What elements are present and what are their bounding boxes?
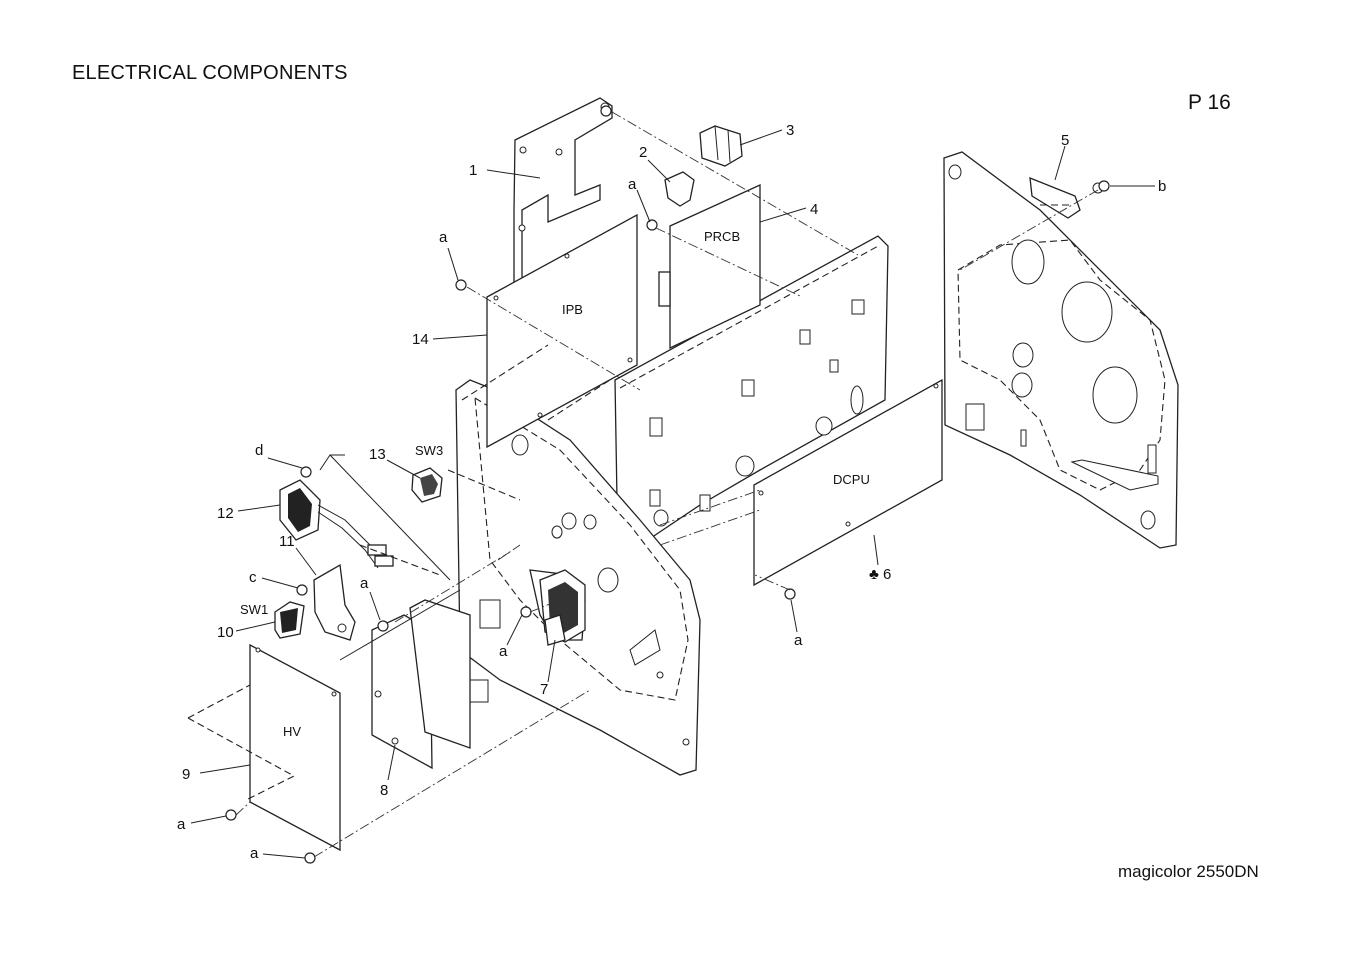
hv-board (249, 643, 341, 852)
screws (225, 105, 1110, 864)
ferrite-core-3 (699, 125, 743, 167)
callout-c: c (249, 569, 257, 586)
ipb-board (486, 213, 638, 449)
prcb-label: PRCB (704, 229, 740, 244)
callout-10: 10 (217, 624, 234, 641)
hv-label: HV (283, 724, 301, 739)
page-title: ELECTRICAL COMPONENTS (72, 62, 348, 84)
callout-sw3: SW3 (415, 443, 443, 458)
callout-14: 14 (412, 331, 429, 348)
callout-a-prcb: a (628, 176, 637, 193)
callout-a-switch: a (499, 643, 508, 660)
bracket-8 (371, 599, 471, 770)
callout-7: 7 (540, 681, 548, 698)
callout-6: ♣ 6 (869, 566, 891, 583)
callout-2: 2 (639, 144, 647, 161)
switch-bracket-11 (313, 563, 356, 641)
leader-lines (190, 129, 1155, 859)
ferrite-core-2 (664, 171, 695, 207)
callout-a-dcpu: a (794, 632, 803, 649)
callout-d: d (255, 442, 263, 459)
bracket-5 (1029, 176, 1104, 219)
callout-labels: 1 2 3 4 5 ♣ 6 7 8 9 10 11 12 13 14 SW1 S… (177, 122, 1166, 862)
callout-sw1: SW1 (240, 602, 268, 617)
page-number: P 16 (1188, 91, 1231, 114)
assembly-lines (187, 111, 1099, 858)
callout-a-hv1: a (177, 816, 186, 833)
callout-4: 4 (810, 201, 818, 218)
model-name: magicolor 2550DN (1118, 862, 1259, 881)
main-frame (614, 235, 889, 562)
dcpu-board (753, 378, 943, 587)
right-side-frame (943, 151, 1179, 549)
callout-8: 8 (380, 782, 388, 799)
drive-unit-7 (539, 569, 586, 646)
callout-9: 9 (182, 766, 190, 783)
callout-a-ipb: a (439, 229, 448, 246)
callout-a-bracket: a (360, 575, 369, 592)
callout-b: b (1158, 178, 1166, 195)
prcb-board (658, 183, 761, 350)
ipb-label: IPB (562, 302, 583, 317)
ac-inlet-12 (279, 454, 394, 569)
callout-13: 13 (369, 446, 386, 463)
callout-3: 3 (786, 122, 794, 139)
sensor-sw3 (411, 467, 443, 503)
callout-5: 5 (1061, 132, 1069, 149)
callout-11: 11 (279, 533, 295, 550)
power-switch-sw1 (274, 601, 305, 639)
callout-1: 1 (469, 162, 477, 179)
callout-a-hv2: a (250, 845, 259, 862)
dcpu-label: DCPU (833, 472, 870, 487)
callout-12: 12 (217, 505, 234, 522)
